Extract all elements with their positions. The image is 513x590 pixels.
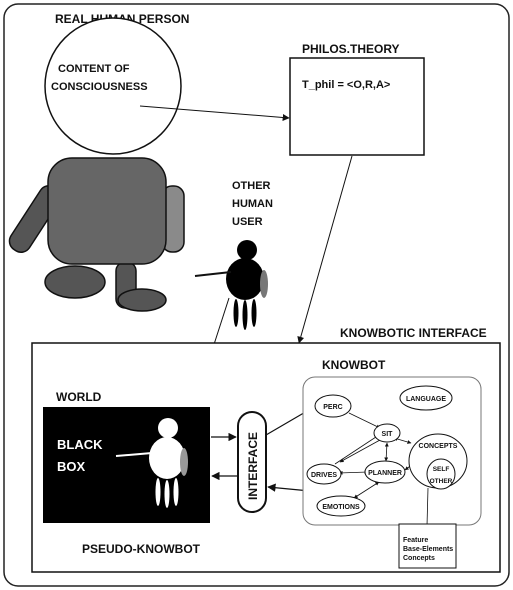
language-node	[399, 385, 453, 411]
planner-node	[364, 460, 406, 484]
feature-box	[398, 523, 457, 569]
drives-label: DRIVES	[311, 472, 337, 479]
other-label: OTHER	[232, 180, 271, 192]
emotions-label: EMOTIONS	[322, 504, 360, 511]
left-foot	[44, 265, 106, 299]
other-user-figure	[194, 240, 268, 330]
concepts-label: CONCEPTS	[419, 443, 458, 450]
sit-label: SIT	[382, 431, 394, 438]
concepts-feature-label: Concepts	[403, 555, 435, 562]
drives-node	[306, 463, 342, 485]
interface-label: INTERFACE	[246, 432, 260, 500]
knowbot-label: KNOWBOT	[322, 358, 386, 372]
consciousness-head	[44, 17, 182, 155]
arrow-theory-to-interface	[297, 155, 353, 344]
feature-label: Feature	[403, 537, 428, 544]
knowbotic-interface-label: KNOWBOTIC INTERFACE	[340, 326, 487, 340]
perc-label: PERC	[323, 404, 342, 411]
box-label: BOX	[57, 459, 86, 474]
t-phil-formula: T_phil = <O,R,A>	[302, 79, 390, 91]
sit-node	[373, 423, 401, 443]
emotions-node	[316, 495, 366, 517]
pseudo-knowbot-figure	[115, 418, 188, 508]
black-label: BLACK	[57, 437, 103, 452]
concepts-to-feature-link	[426, 487, 429, 527]
base-elements-label: Base-Elements	[403, 546, 453, 553]
world-label: WORLD	[56, 390, 102, 404]
self-other-node	[426, 458, 456, 490]
perc-node	[314, 394, 352, 418]
language-label: LANGUAGE	[406, 396, 446, 403]
human-torso	[47, 157, 167, 265]
philos-theory-label: PHILOS.THEORY	[302, 42, 400, 56]
user-label: USER	[232, 216, 263, 228]
philos-theory-box	[289, 57, 425, 156]
human-label: HUMAN	[232, 198, 273, 210]
arrow-consciousness-to-theory	[139, 105, 290, 121]
right-foot	[117, 288, 167, 312]
self-label: SELF	[433, 466, 450, 473]
planner-label: PLANNER	[368, 470, 402, 477]
interface-pill	[237, 411, 267, 513]
other-node-label: OTHER	[430, 478, 453, 485]
consciousness-label: CONSCIOUSNESS	[51, 81, 148, 93]
content-of-label: CONTENT OF	[58, 63, 130, 75]
pseudo-knowbot-label: PSEUDO-KNOWBOT	[82, 542, 201, 556]
